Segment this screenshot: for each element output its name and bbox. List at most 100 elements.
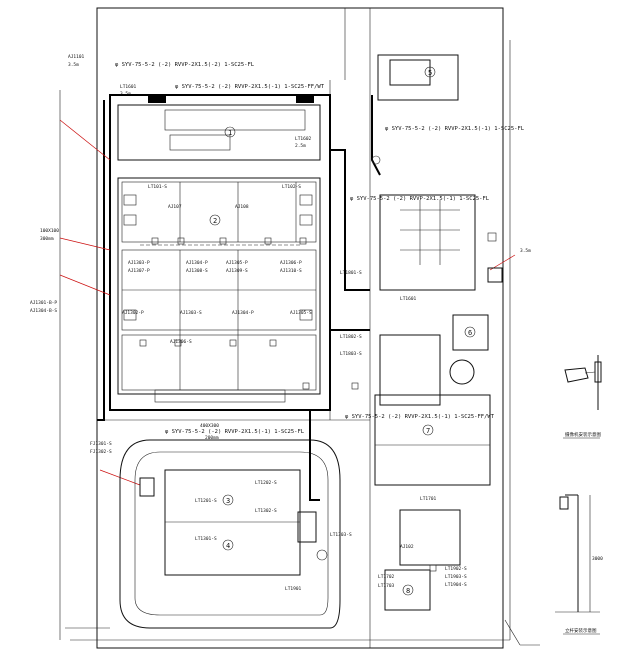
device-label: LT1601: [120, 84, 137, 90]
device-label: LT1302-S: [255, 508, 277, 514]
device-label: 2.5m: [295, 143, 306, 149]
device-label: 3.5m: [520, 248, 531, 254]
column: [299, 214, 313, 226]
device-label: 300mm: [40, 236, 54, 242]
building-right-3: [374, 394, 491, 486]
cable-annotation: φ SYV-75-5-2 (-2) RVVP-2X1.5(-1) 1-SC25-…: [385, 126, 525, 132]
hall-room-2: [169, 134, 231, 151]
cable-annotation: φ SYV-75-5-2 (-2) RVVP-2X1.5(-1) 1-SC25-…: [350, 196, 490, 202]
device-label: AJ1310-S: [280, 268, 302, 274]
camera-body-icon: [564, 367, 589, 383]
building-right-4: [399, 509, 461, 566]
pole-marker: [316, 549, 328, 561]
device-label: AJ1303-S: [180, 310, 202, 316]
zone-number: 5: [428, 69, 432, 77]
device-label: AJ1305-P: [226, 260, 248, 266]
device-label: LT1201-S: [195, 498, 217, 504]
device-label: AJ1306-P: [280, 260, 302, 266]
zone-number: 7: [426, 427, 430, 435]
camera-icon: [351, 382, 359, 390]
building-lower-block: [117, 177, 321, 395]
gatehouse-zone: [377, 54, 459, 101]
device-label: LT1901: [285, 586, 302, 592]
device-label: AJ1307-P: [128, 268, 150, 274]
camera-icon: [177, 237, 185, 245]
zone-marker: [222, 539, 234, 551]
detail-title: 立杆安装示意图: [565, 627, 597, 634]
camera-arm: [584, 371, 596, 374]
camera-icon: [219, 237, 227, 245]
device-label: LT1903-S: [445, 574, 467, 580]
device-label: AJ1305-S: [290, 310, 312, 316]
zone-marker: [424, 66, 436, 78]
camera-icon: [302, 382, 310, 390]
device-label: 400X300: [200, 423, 219, 429]
block-lower: [121, 334, 317, 391]
device-label: 3.5m: [68, 62, 79, 68]
field: [164, 469, 301, 576]
lower-kiosk-2: [297, 511, 317, 543]
column: [123, 214, 137, 226]
site-boundary: [96, 7, 504, 649]
conduit-left: [97, 100, 105, 421]
callout-line: [59, 237, 111, 251]
camera-icon: [269, 339, 277, 347]
cable-annotation: φ SYV-75-5-2 (-2) RVVP-2X1.5(-1) 1-SC25-…: [165, 429, 305, 435]
cable-annotation: φ SYV-75-5-2 (-2) RVVP-2X1.5(-1) 1-SC25-…: [345, 414, 495, 420]
zone-marker: [222, 494, 234, 506]
column: [123, 309, 137, 321]
pole-detail: 3000 立杆安装示意图: [555, 494, 603, 635]
camera-detail: 摄像机安装示意图: [563, 355, 602, 439]
camera-icon: [139, 339, 147, 347]
device-label: AJ1308-S: [186, 268, 208, 274]
zone-number: 3: [226, 497, 230, 505]
cable-annotation: φ SYV-75-5-2 (-2) RVVP-2X1.5(-1) 1-SC25-…: [175, 84, 325, 90]
device-label: LT1702: [378, 574, 395, 580]
lower-kiosk: [139, 477, 155, 497]
pole-camera-icon: [559, 496, 569, 510]
camera-icon: [299, 237, 307, 245]
camera-icon: [487, 232, 497, 242]
device-label: LT1701: [420, 496, 437, 502]
device-label: LT1703: [378, 583, 395, 589]
detail-title: 摄像机安装示意图: [565, 431, 601, 438]
device-label: AJ1302-P: [122, 310, 144, 316]
column: [299, 309, 313, 321]
zone-marker: [402, 584, 414, 596]
device-label: 3.5m: [120, 91, 131, 97]
hall-room: [164, 109, 306, 131]
device-label: AJ1304-P: [186, 260, 208, 266]
pole-dimension-value: 3000: [592, 556, 603, 562]
device-label: AJ1309-S: [226, 268, 248, 274]
dimension-tick: [504, 619, 521, 646]
zone-marker: [464, 326, 476, 338]
water-tank: [449, 359, 475, 385]
device-label: AJ1301-B-P: [30, 300, 57, 306]
conduit-right-2: [330, 149, 370, 291]
device-label: AJ107: [168, 204, 182, 210]
device-label: AJ108: [235, 204, 249, 210]
zone-number: 6: [468, 329, 472, 337]
device-label: 100X100: [40, 228, 59, 234]
device-label: LT1801-S: [340, 270, 362, 276]
conduit-lower: [309, 410, 320, 501]
device-label: AJ1304-B-S: [30, 308, 57, 314]
device-label: LT102-S: [282, 184, 301, 190]
entrance: [154, 389, 286, 403]
device-label: LT1601: [400, 296, 417, 302]
callout-line: [59, 119, 111, 161]
column: [123, 194, 137, 206]
column: [299, 194, 313, 206]
camera-icon: [429, 564, 437, 572]
device-label: 200mm: [205, 435, 219, 441]
camera-icon: [174, 339, 182, 347]
sports-track-outer: [119, 439, 341, 629]
zone-number: 1: [228, 129, 232, 137]
pump-room: [452, 314, 489, 351]
zone-number: 2: [213, 217, 217, 225]
building-upper-hall: [117, 104, 321, 161]
device-label: LT1602: [295, 136, 312, 142]
zone-marker: [422, 424, 434, 436]
